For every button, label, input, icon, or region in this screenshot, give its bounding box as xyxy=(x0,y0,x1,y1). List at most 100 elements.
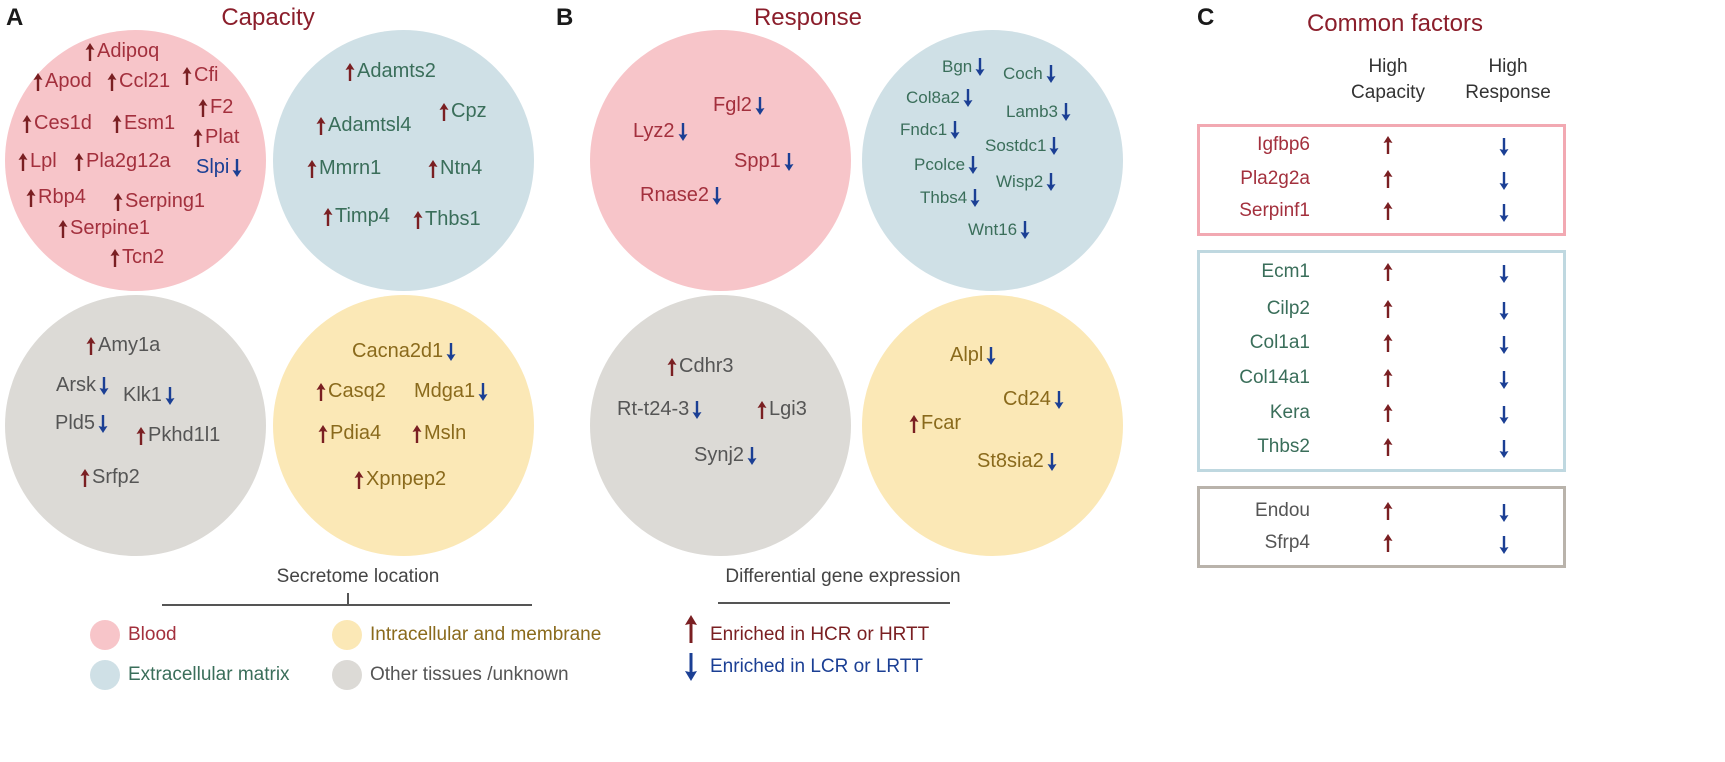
up-arrow-icon xyxy=(22,114,32,134)
panel-title-response: Response xyxy=(753,4,863,31)
legend-ecm-swatch xyxy=(90,660,120,690)
legend-down-arrow-icon xyxy=(684,652,698,682)
up-arrow-icon xyxy=(85,42,95,62)
common-gene-thbs2: Thbs2 xyxy=(1257,436,1310,457)
down-arrow-icon xyxy=(950,120,960,140)
up-arrow-icon xyxy=(58,219,68,239)
down-arrow-icon xyxy=(446,342,456,362)
down-arrow-icon xyxy=(1061,102,1071,122)
panel-title-common-factors: Common factors xyxy=(1306,10,1484,37)
response-ecm-gene-wnt16: Wnt16 xyxy=(968,220,1030,240)
up-arrow-icon xyxy=(113,192,123,212)
gene-label: Fndc1 xyxy=(900,120,948,139)
gene-label: Amy1a xyxy=(98,334,161,356)
capacity-other-circle xyxy=(5,295,266,556)
gene-label: Slpi xyxy=(196,156,230,178)
dge-legend-rule xyxy=(718,602,950,604)
up-arrow-icon xyxy=(318,424,328,444)
capacity-blood-gene-serpine1: Serpine1 xyxy=(58,217,150,240)
down-arrow-icon xyxy=(1499,370,1509,395)
gene-label: Lamb3 xyxy=(1006,102,1058,121)
up-arrow-icon xyxy=(107,72,117,92)
up-arrow-icon xyxy=(74,152,84,172)
gene-label: Lpl xyxy=(30,150,57,172)
gene-label: F2 xyxy=(210,96,234,118)
down-arrow-icon xyxy=(1499,264,1509,289)
capacity-intra-gene-xpnpep2: Xpnpep2 xyxy=(354,468,446,491)
capacity-ecm-circle xyxy=(273,30,534,291)
common-gene-sfrp4: Sfrp4 xyxy=(1264,532,1310,553)
common-gene-endou: Endou xyxy=(1255,500,1310,521)
capacity-blood-gene-adipoq: Adipoq xyxy=(85,40,159,63)
down-arrow-icon xyxy=(1499,503,1509,528)
common-gene-col1a1: Col1a1 xyxy=(1249,332,1310,353)
up-arrow-icon xyxy=(354,470,364,490)
gene-label: Ces1d xyxy=(34,112,92,134)
capacity-blood-gene-ccl21: Ccl21 xyxy=(107,70,170,93)
up-arrow-icon xyxy=(323,207,333,227)
capacity-intra-gene-msln: Msln xyxy=(412,422,466,445)
legend-other-label: Other tissues /unknown xyxy=(370,664,569,685)
capacity-blood-gene-f2: F2 xyxy=(198,96,233,119)
capacity-blood-gene-plat: Plat xyxy=(193,126,239,149)
response-other-circle xyxy=(590,295,851,556)
gene-label: Adamts2 xyxy=(357,60,436,82)
capacity-ecm-gene-adamtsl4: Adamtsl4 xyxy=(316,114,411,137)
header-high-capacity-line2: Capacity xyxy=(1351,82,1425,103)
gene-label: Timp4 xyxy=(335,205,390,227)
legend-other-swatch xyxy=(332,660,362,690)
secretome-legend-rule xyxy=(162,604,532,606)
gene-label: Apod xyxy=(45,70,92,92)
gene-label: Pcolce xyxy=(914,155,966,174)
common-other-box xyxy=(1197,486,1566,568)
capacity-other-gene-arsk: Arsk xyxy=(56,374,109,397)
header-high-response: High Response xyxy=(1465,54,1551,106)
panel-label-b: B xyxy=(556,4,574,31)
gene-label: Cacna2d1 xyxy=(352,340,444,362)
gene-label: Pla2g12a xyxy=(86,150,171,172)
response-blood-gene-rnase2: Rnase2 xyxy=(640,184,722,207)
up-arrow-icon xyxy=(193,128,203,148)
gene-label: Adamtsl4 xyxy=(328,114,412,136)
capacity-blood-circle xyxy=(5,30,266,291)
gene-label: Klk1 xyxy=(123,384,162,406)
down-arrow-icon xyxy=(1046,172,1056,192)
header-high-capacity-line1: High xyxy=(1368,56,1408,77)
up-arrow-icon xyxy=(1383,501,1393,526)
gene-label: Thbs1 xyxy=(425,208,481,230)
gene-label: Cfi xyxy=(194,64,219,86)
panel-title-capacity: Capacity xyxy=(221,4,315,31)
capacity-other-gene-klk1: Klk1 xyxy=(123,384,175,407)
down-arrow-icon xyxy=(1499,203,1509,228)
up-arrow-icon xyxy=(1383,533,1393,558)
down-arrow-icon xyxy=(692,400,702,420)
capacity-intra-gene-pdia4: Pdia4 xyxy=(318,422,381,445)
response-ecm-gene-coch: Coch xyxy=(1003,64,1056,84)
down-arrow-icon xyxy=(1499,301,1509,326)
gene-label: Adipoq xyxy=(97,40,160,62)
up-arrow-icon xyxy=(1383,437,1393,462)
up-arrow-icon xyxy=(909,414,919,434)
up-arrow-icon xyxy=(26,188,36,208)
up-arrow-icon xyxy=(1383,201,1393,226)
response-ecm-gene-bgn: Bgn xyxy=(942,57,985,77)
gene-label: Wisp2 xyxy=(996,172,1044,191)
capacity-blood-gene-tcn2: Tcn2 xyxy=(110,246,164,269)
gene-label: Mmrn1 xyxy=(319,157,382,179)
response-blood-gene-spp1: Spp1 xyxy=(734,150,794,173)
down-arrow-icon xyxy=(1499,335,1509,360)
legend-down-label: Enriched in LCR or LRTT xyxy=(710,656,923,677)
response-other-gene-lgi3: Lgi3 xyxy=(757,398,807,421)
up-arrow-icon xyxy=(316,382,326,402)
gene-label: Tcn2 xyxy=(122,246,165,268)
response-ecm-gene-pcolce: Pcolce xyxy=(914,155,978,175)
gene-label: Serpine1 xyxy=(70,217,151,239)
gene-label: Esm1 xyxy=(124,112,176,134)
capacity-blood-gene-lpl: Lpl xyxy=(18,150,57,173)
gene-label: Bgn xyxy=(942,57,973,76)
down-arrow-icon xyxy=(970,188,980,208)
gene-label: Ccl21 xyxy=(119,70,171,92)
response-ecm-gene-sostdc1: Sostdc1 xyxy=(985,136,1059,156)
common-gene-pla2g2a: Pla2g2a xyxy=(1240,168,1310,189)
gene-label: Fgl2 xyxy=(713,94,752,116)
